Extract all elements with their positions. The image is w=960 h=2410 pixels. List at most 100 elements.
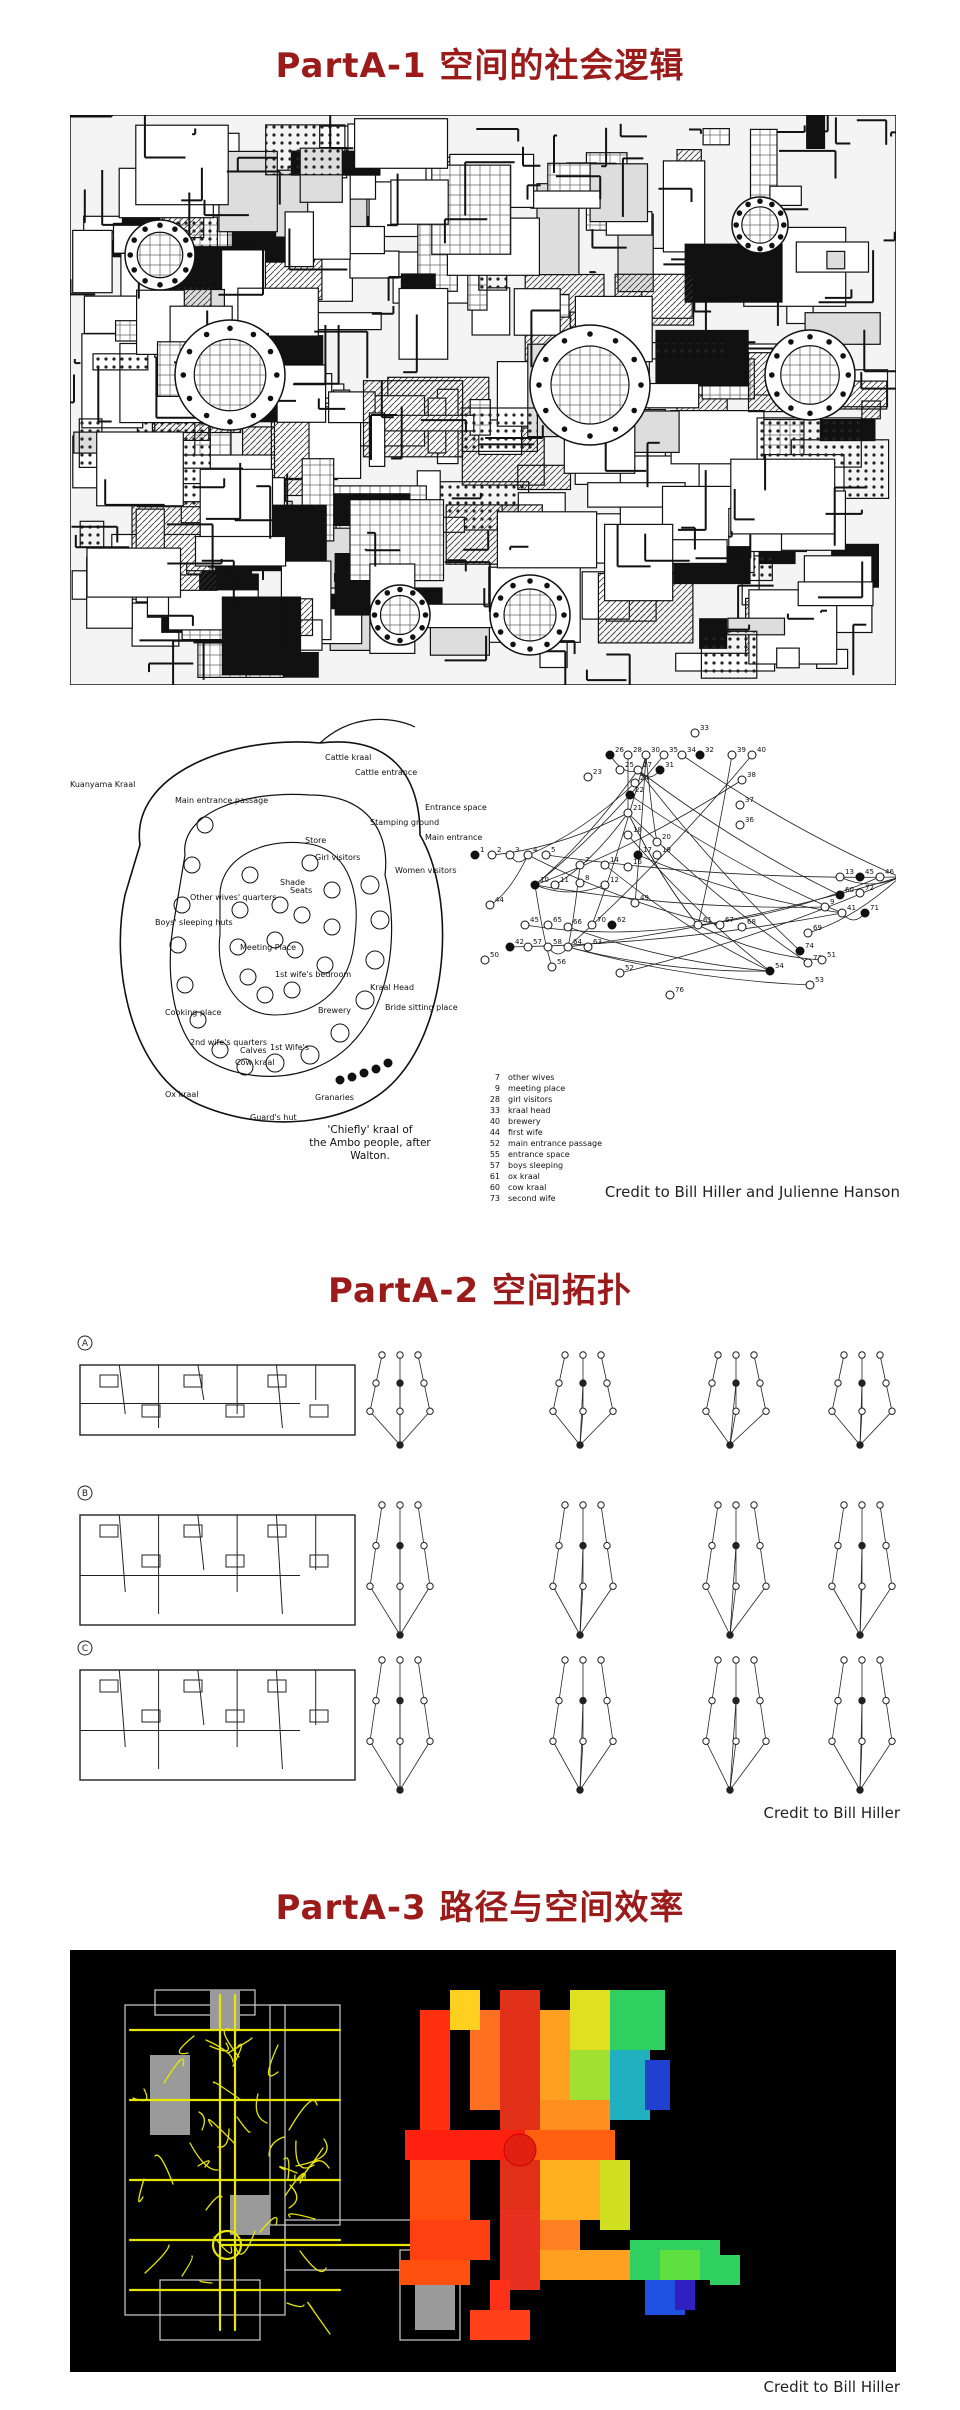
topology-node [597, 1351, 605, 1359]
kraal-label: Ox kraal [165, 1090, 199, 1099]
graph-node [765, 966, 775, 976]
graph-node [677, 750, 687, 760]
graph-edge [681, 754, 901, 878]
plan-room [390, 179, 449, 225]
topology-edge [729, 1411, 737, 1446]
kraal-caption-2: the Ambo people, after [309, 1137, 431, 1149]
graph-node-label: 31 [665, 761, 674, 769]
path-trace [232, 2043, 243, 2067]
graph-edge [534, 769, 639, 886]
plan-column [127, 252, 134, 258]
topology-edge [606, 1383, 614, 1412]
graph-node-label: 26 [615, 746, 624, 754]
floor-plan-wall [275, 1514, 283, 1615]
graph-node [855, 888, 865, 898]
plan-column [774, 353, 780, 359]
kraal-label: Seats [290, 886, 312, 895]
topology-edge [705, 1741, 731, 1791]
kraal-label: Granaries [315, 1093, 354, 1102]
graph-node-label: 38 [747, 771, 756, 779]
heatmap-cell [600, 2160, 630, 2230]
topology-node [882, 1696, 890, 1705]
path-trace-plan [124, 1989, 466, 2341]
path-trace [205, 2195, 223, 2211]
topology-node [579, 1379, 587, 1387]
graph-node-label: 64 [573, 938, 582, 946]
plan-room [92, 353, 149, 371]
topology-edge [753, 1504, 761, 1546]
path-trace [144, 2244, 170, 2274]
hut [355, 990, 375, 1010]
plan-column [497, 595, 504, 601]
topology-node [828, 1582, 836, 1590]
topology-node [396, 1501, 404, 1509]
topology-edge [369, 1741, 401, 1791]
graph-edge [645, 754, 658, 843]
heatmap-cell [410, 2160, 470, 2220]
furniture [183, 1679, 203, 1693]
topology-node [876, 1656, 884, 1664]
topology-node [726, 1631, 734, 1639]
topology-node [888, 1582, 896, 1590]
topology-edge [729, 1741, 737, 1791]
topology-edge [879, 1354, 887, 1384]
topology-node [549, 1407, 557, 1415]
topology-edge [885, 1545, 893, 1587]
plan-rotunda-inner [503, 588, 557, 642]
floor-plan-wall [275, 1669, 283, 1770]
heatmap-cell [710, 2255, 740, 2285]
topology-edge [759, 1545, 767, 1587]
legend-label: boys sleeping [508, 1161, 563, 1170]
topology-node [420, 1541, 428, 1550]
kraal-label: Cattle kraal [325, 753, 371, 762]
graph-node [727, 750, 737, 760]
topology-edge [423, 1545, 431, 1587]
plan-column [612, 338, 619, 344]
graph-node [485, 900, 495, 910]
kraal-label: 1st Wife's [270, 1043, 309, 1052]
topology-node [396, 1786, 404, 1794]
topology-node [414, 1656, 422, 1664]
graph-node-label: 34 [687, 746, 696, 754]
plan-column [527, 578, 533, 584]
kraal-label: Meeting Place [240, 943, 296, 952]
path-trace [307, 2301, 331, 2335]
plan-column [561, 426, 568, 433]
plan-room [730, 458, 836, 535]
plan-room [72, 229, 113, 294]
topology-node [750, 1501, 758, 1509]
graph-node-label: 74 [805, 942, 814, 950]
graph-node [715, 920, 725, 930]
plan-column [736, 234, 743, 240]
plan-column [777, 234, 784, 240]
graph-node-label: 49 [640, 894, 649, 902]
topology-node [366, 1582, 374, 1590]
graph-node-label: 33 [700, 724, 709, 732]
topology-node [426, 1737, 434, 1745]
topology-edge [369, 1545, 377, 1587]
topology-edge [552, 1741, 581, 1791]
graph-node [735, 820, 745, 830]
topology-node [834, 1379, 842, 1387]
graph-edge [627, 834, 771, 972]
topology-node [858, 1737, 866, 1745]
graph-edge [567, 864, 581, 948]
path-trace [288, 2184, 298, 2209]
hut [196, 816, 214, 834]
plan-column [542, 407, 549, 414]
graph-node [563, 942, 573, 952]
topology-edge [729, 1586, 737, 1636]
topology-edge [759, 1700, 767, 1742]
graph-node-label: 57 [533, 938, 542, 946]
topology-node [858, 1351, 866, 1359]
topology-edge [552, 1383, 560, 1412]
topology-node [732, 1737, 740, 1745]
topology-node [750, 1656, 758, 1664]
topology-node [856, 1441, 864, 1449]
plan-rotunda-inner [550, 345, 630, 425]
floor-plan-wall [118, 1364, 126, 1415]
topology-node [882, 1379, 890, 1387]
graph-node [795, 946, 805, 956]
graph-node-label: 17 [643, 846, 652, 854]
